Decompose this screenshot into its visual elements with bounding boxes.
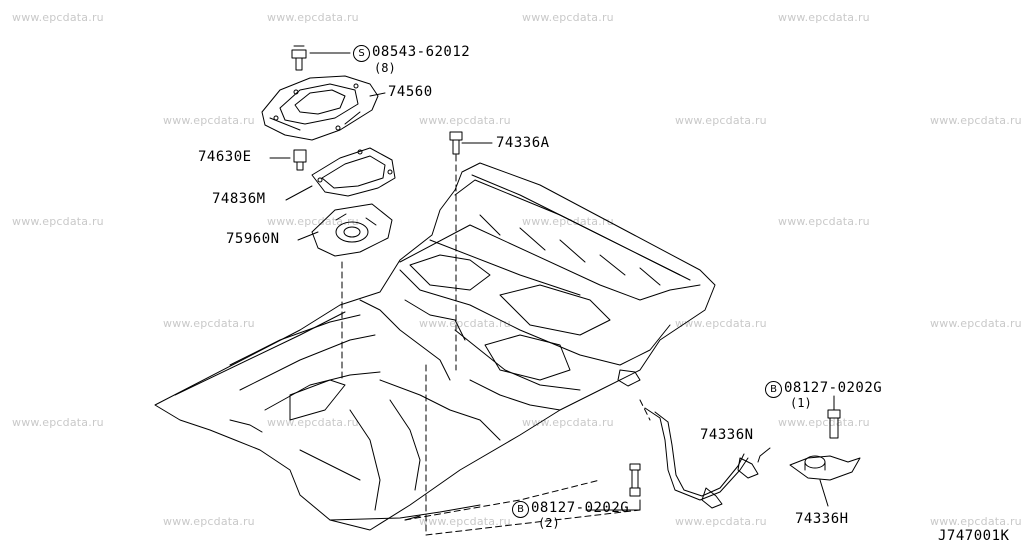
part-74836m-retainer: [312, 148, 395, 196]
watermark-text: www.epcdata.ru: [267, 11, 359, 24]
watermark-text: www.epcdata.ru: [675, 515, 767, 528]
b-symbol-icon-lower: B: [512, 501, 529, 518]
watermark-text: www.epcdata.ru: [778, 215, 870, 228]
watermark-text: www.epcdata.ru: [778, 11, 870, 24]
watermark-text: www.epcdata.ru: [930, 114, 1022, 127]
part-bolt-right: [828, 410, 840, 438]
floor-panel: [155, 163, 715, 530]
part-74336n-bracket: [645, 408, 758, 508]
b-symbol-icon-right: B: [765, 381, 782, 398]
watermark-text: www.epcdata.ru: [930, 317, 1022, 330]
watermark-text: www.epcdata.ru: [12, 215, 104, 228]
qty-08127-0202g-lower: (2): [538, 516, 560, 530]
label-74836m: 74836M: [212, 191, 266, 207]
label-08127-0202g-lower: 08127-0202G: [531, 500, 630, 516]
qty-08543-62012: (8): [374, 61, 396, 75]
label-74336n: 74336N: [700, 427, 754, 443]
callout-leaders: [270, 53, 834, 510]
diagram-code: J747001K: [938, 528, 1010, 544]
part-74560-boot: [262, 76, 378, 140]
label-08127-0202g-right: 08127-0202G: [784, 380, 883, 396]
label-75960n: 75960N: [226, 231, 280, 247]
part-screw: [292, 46, 306, 170]
watermark-text: www.epcdata.ru: [675, 114, 767, 127]
part-75960n-boot: [312, 204, 392, 256]
watermark-text: www.epcdata.ru: [419, 317, 511, 330]
label-74336h: 74336H: [795, 511, 849, 527]
label-74336a: 74336A: [496, 135, 550, 151]
watermark-text: www.epcdata.ru: [163, 114, 255, 127]
label-74630e: 74630E: [198, 149, 252, 165]
part-74336a-bolt: [450, 132, 462, 154]
watermark-text: www.epcdata.ru: [267, 215, 359, 228]
watermark-text: www.epcdata.ru: [419, 114, 511, 127]
watermark-text: www.epcdata.ru: [12, 11, 104, 24]
watermark-text: www.epcdata.ru: [522, 11, 614, 24]
watermark-text: www.epcdata.ru: [522, 215, 614, 228]
watermark-text: www.epcdata.ru: [163, 317, 255, 330]
watermark-text: www.epcdata.ru: [778, 416, 870, 429]
part-74336h-bracket: [790, 456, 860, 480]
assembly-guides: [342, 155, 650, 535]
watermark-text: www.epcdata.ru: [930, 515, 1022, 528]
watermark-text: www.epcdata.ru: [12, 416, 104, 429]
s-symbol-icon: S: [353, 45, 370, 62]
label-08543-62012: 08543-62012: [372, 44, 471, 60]
part-bolt-lower: [630, 464, 640, 496]
watermark-text: www.epcdata.ru: [675, 317, 767, 330]
watermark-text: www.epcdata.ru: [419, 515, 511, 528]
label-74560: 74560: [388, 84, 433, 100]
watermark-text: www.epcdata.ru: [163, 515, 255, 528]
qty-08127-0202g-right: (1): [790, 396, 812, 410]
